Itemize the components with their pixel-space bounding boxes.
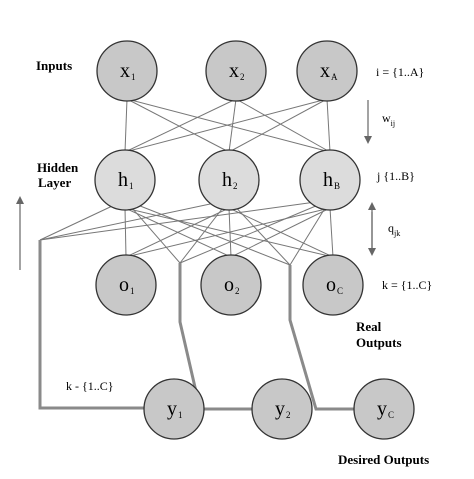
node-circle (94, 149, 156, 211)
connection-lines (39, 98, 334, 266)
node-outputs-2: o2 (200, 254, 262, 316)
fan-line-2-2 (179, 199, 230, 264)
node-circle (299, 149, 361, 211)
edge-hidden-1-output-1 (124, 207, 127, 258)
real-outputs-label-line2: Outputs (356, 335, 402, 350)
fan-line-1-3 (124, 199, 291, 266)
node-label: o1 (119, 274, 135, 296)
desired-outputs-label: Desired Outputs (338, 452, 429, 467)
feedback-path-3 (288, 265, 354, 411)
w-weight-label: wij (382, 111, 395, 128)
edge-input-2-hidden-3 (235, 98, 331, 153)
fan-line-3-3 (289, 199, 331, 266)
node-outputs-3: oC (302, 254, 364, 316)
fan-line-3-1 (39, 199, 331, 241)
node-label: x1 (120, 60, 136, 82)
edge-input-1-hidden-2 (126, 98, 230, 153)
node-label: yC (377, 398, 394, 420)
i-range-label: i = {1..A} (376, 65, 424, 79)
edge-input-1-hidden-1 (124, 98, 128, 153)
node-outputs-1: o1 (95, 254, 157, 316)
node-circle (296, 40, 358, 102)
k-range-bottom-label: k - {1..C} (66, 379, 114, 393)
node-circle (96, 40, 158, 102)
edge-input-3-hidden-2 (228, 98, 328, 153)
node-label: y1 (167, 398, 183, 420)
inputs-label: Inputs (36, 58, 72, 73)
fan-line-2-3 (228, 199, 291, 266)
fan-line-3-2 (179, 199, 331, 264)
node-desired-3: yC (353, 378, 415, 440)
j-range-label: j {1..B} (376, 169, 415, 183)
node-label: xA (320, 60, 338, 82)
node-desired-1: y1 (143, 378, 205, 440)
edge-hidden-3-output-3 (329, 207, 334, 258)
node-circle (353, 378, 415, 440)
feedback-path-2 (178, 263, 252, 411)
node-circle (205, 40, 267, 102)
real-outputs-label-line1: Real (356, 319, 382, 334)
hidden-layer-label-line2: Layer (38, 175, 71, 190)
k-range-label: k = {1..C} (382, 278, 432, 292)
edge-input-3-hidden-1 (124, 98, 328, 153)
node-label: h1 (118, 169, 134, 191)
feedback-lines (38, 240, 354, 411)
edge-input-1-hidden-3 (126, 98, 331, 153)
node-circle (95, 254, 157, 316)
node-circle (251, 378, 313, 440)
node-desired-2: y2 (251, 378, 313, 440)
hidden-layer-label-line1: Hidden (37, 160, 79, 175)
node-label: h2 (222, 169, 238, 191)
fan-line-2-1 (39, 199, 230, 241)
edge-input-2-hidden-1 (124, 98, 237, 153)
node-hidden-3: hB (299, 149, 361, 211)
edge-hidden-3-output-1 (125, 207, 331, 258)
nodes: x1 x2 xA h1 h2 hB o1 o2 oC y1 y2 yC (94, 40, 415, 440)
q-weight-label: qjk (388, 221, 400, 238)
feedback-path-1 (38, 240, 144, 410)
node-circle (200, 254, 262, 316)
node-hidden-1: h1 (94, 149, 156, 211)
edge-input-2-hidden-2 (228, 98, 237, 153)
node-circle (198, 149, 260, 211)
node-label: x2 (229, 60, 245, 82)
node-label: oC (326, 274, 343, 296)
node-label: hB (323, 169, 340, 191)
node-label: o2 (224, 274, 240, 296)
edge-input-3-hidden-3 (326, 98, 331, 153)
fan-line-1-2 (124, 199, 181, 264)
node-circle (143, 378, 205, 440)
node-inputs-2: x2 (205, 40, 267, 102)
node-inputs-3: xA (296, 40, 358, 102)
edge-hidden-3-output-2 (230, 207, 331, 258)
node-hidden-2: h2 (198, 149, 260, 211)
node-inputs-1: x1 (96, 40, 158, 102)
node-circle (302, 254, 364, 316)
node-label: y2 (275, 398, 291, 420)
